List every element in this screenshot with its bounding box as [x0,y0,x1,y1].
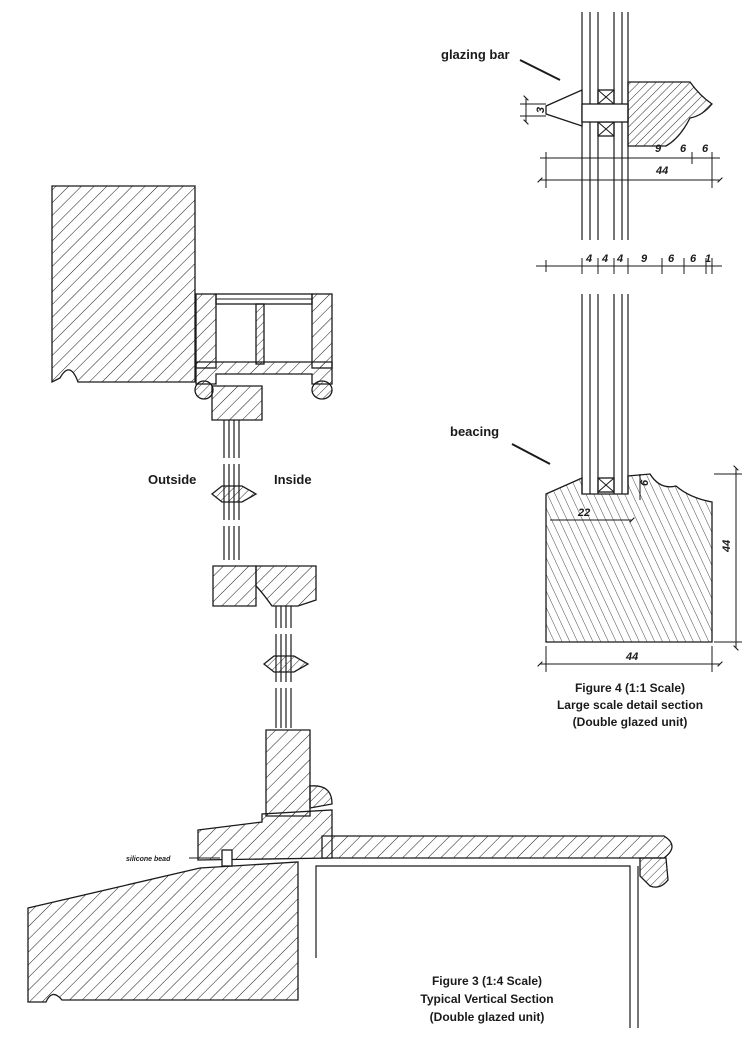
figure3-title-line2: Typical Vertical Section [420,992,553,1006]
upper-meeting-rail [212,565,257,607]
chain-dim-5: 6 [668,253,675,265]
figure3-title-line1: Figure 3 (1:4 Scale) [432,974,542,988]
chain-dim-7: 1 [705,253,711,265]
dimension-chain: 4 4 4 9 6 6 1 [536,253,722,274]
glazing-bar-label: glazing bar [441,47,510,62]
outside-label: Outside [148,472,196,487]
chain-dim-1: 4 [585,253,592,265]
glazing-bar-leader [519,59,561,81]
head-parting-bead [255,303,265,365]
head-bead-right [311,380,333,400]
head-bead-left [194,380,214,400]
figure3-section: Outside Inside silicone bead Figure 3 (1… [27,185,673,1028]
upper-sash-top-rail [211,385,263,421]
upper-glazing-bar [210,485,258,503]
detail-glass-top [581,12,629,240]
chain-dim-4: 9 [641,253,648,265]
head-frame-inner [311,293,333,369]
dim-bar-3: 3 [535,107,547,113]
detail-glass-bottom [581,294,629,494]
board-scotia [639,857,669,888]
dim-rail-width: 44 [625,651,638,663]
head-frame-outer [195,293,217,369]
dim-rail-height: 44 [721,540,733,553]
frame-sill [197,809,333,861]
chain-dim-3: 4 [616,253,623,265]
chain-dim-2: 4 [601,253,608,265]
inside-label: Inside [274,472,312,487]
figure4-title-line1: Figure 4 (1:1 Scale) [575,681,685,695]
sash-rail-section [545,473,713,643]
lower-sash-bottom-rail [265,729,311,817]
lower-meeting-rail [255,565,317,607]
silicone-bead-mark [221,849,233,867]
glazing-bar-moulding [627,81,713,147]
glazing-bar-nose [545,88,583,127]
dim-bead-22: 22 [577,507,590,519]
dim-bar-9: 9 [655,143,662,155]
beacing-leader [511,443,551,465]
dim-bar-6a: 6 [680,143,687,155]
dim-bead-6: 6 [639,479,651,486]
chain-dim-6: 6 [690,253,697,265]
glazing-bar-core [581,103,629,123]
figure4-title-line2: Large scale detail section [557,698,703,712]
figure3-title-line3: (Double glazed unit) [430,1010,545,1024]
wall-lining [315,865,631,1028]
dim-bar-44: 44 [655,165,668,177]
window-board [321,835,673,859]
head-frame-bottom [195,361,333,385]
dim-bar-6b: 6 [702,143,709,155]
head-lintel [51,185,196,384]
silicone-bead-label: silicone bead [126,856,171,863]
lower-glazing-bar [262,655,310,673]
stone-sill [27,861,299,1003]
figure4-title-line3: (Double glazed unit) [573,715,688,729]
sash-bottom-bead [309,785,333,809]
figure4-detail: glazing bar 3 9 6 6 44 4 4 4 [441,12,742,729]
beacing-label: beacing [450,424,499,439]
